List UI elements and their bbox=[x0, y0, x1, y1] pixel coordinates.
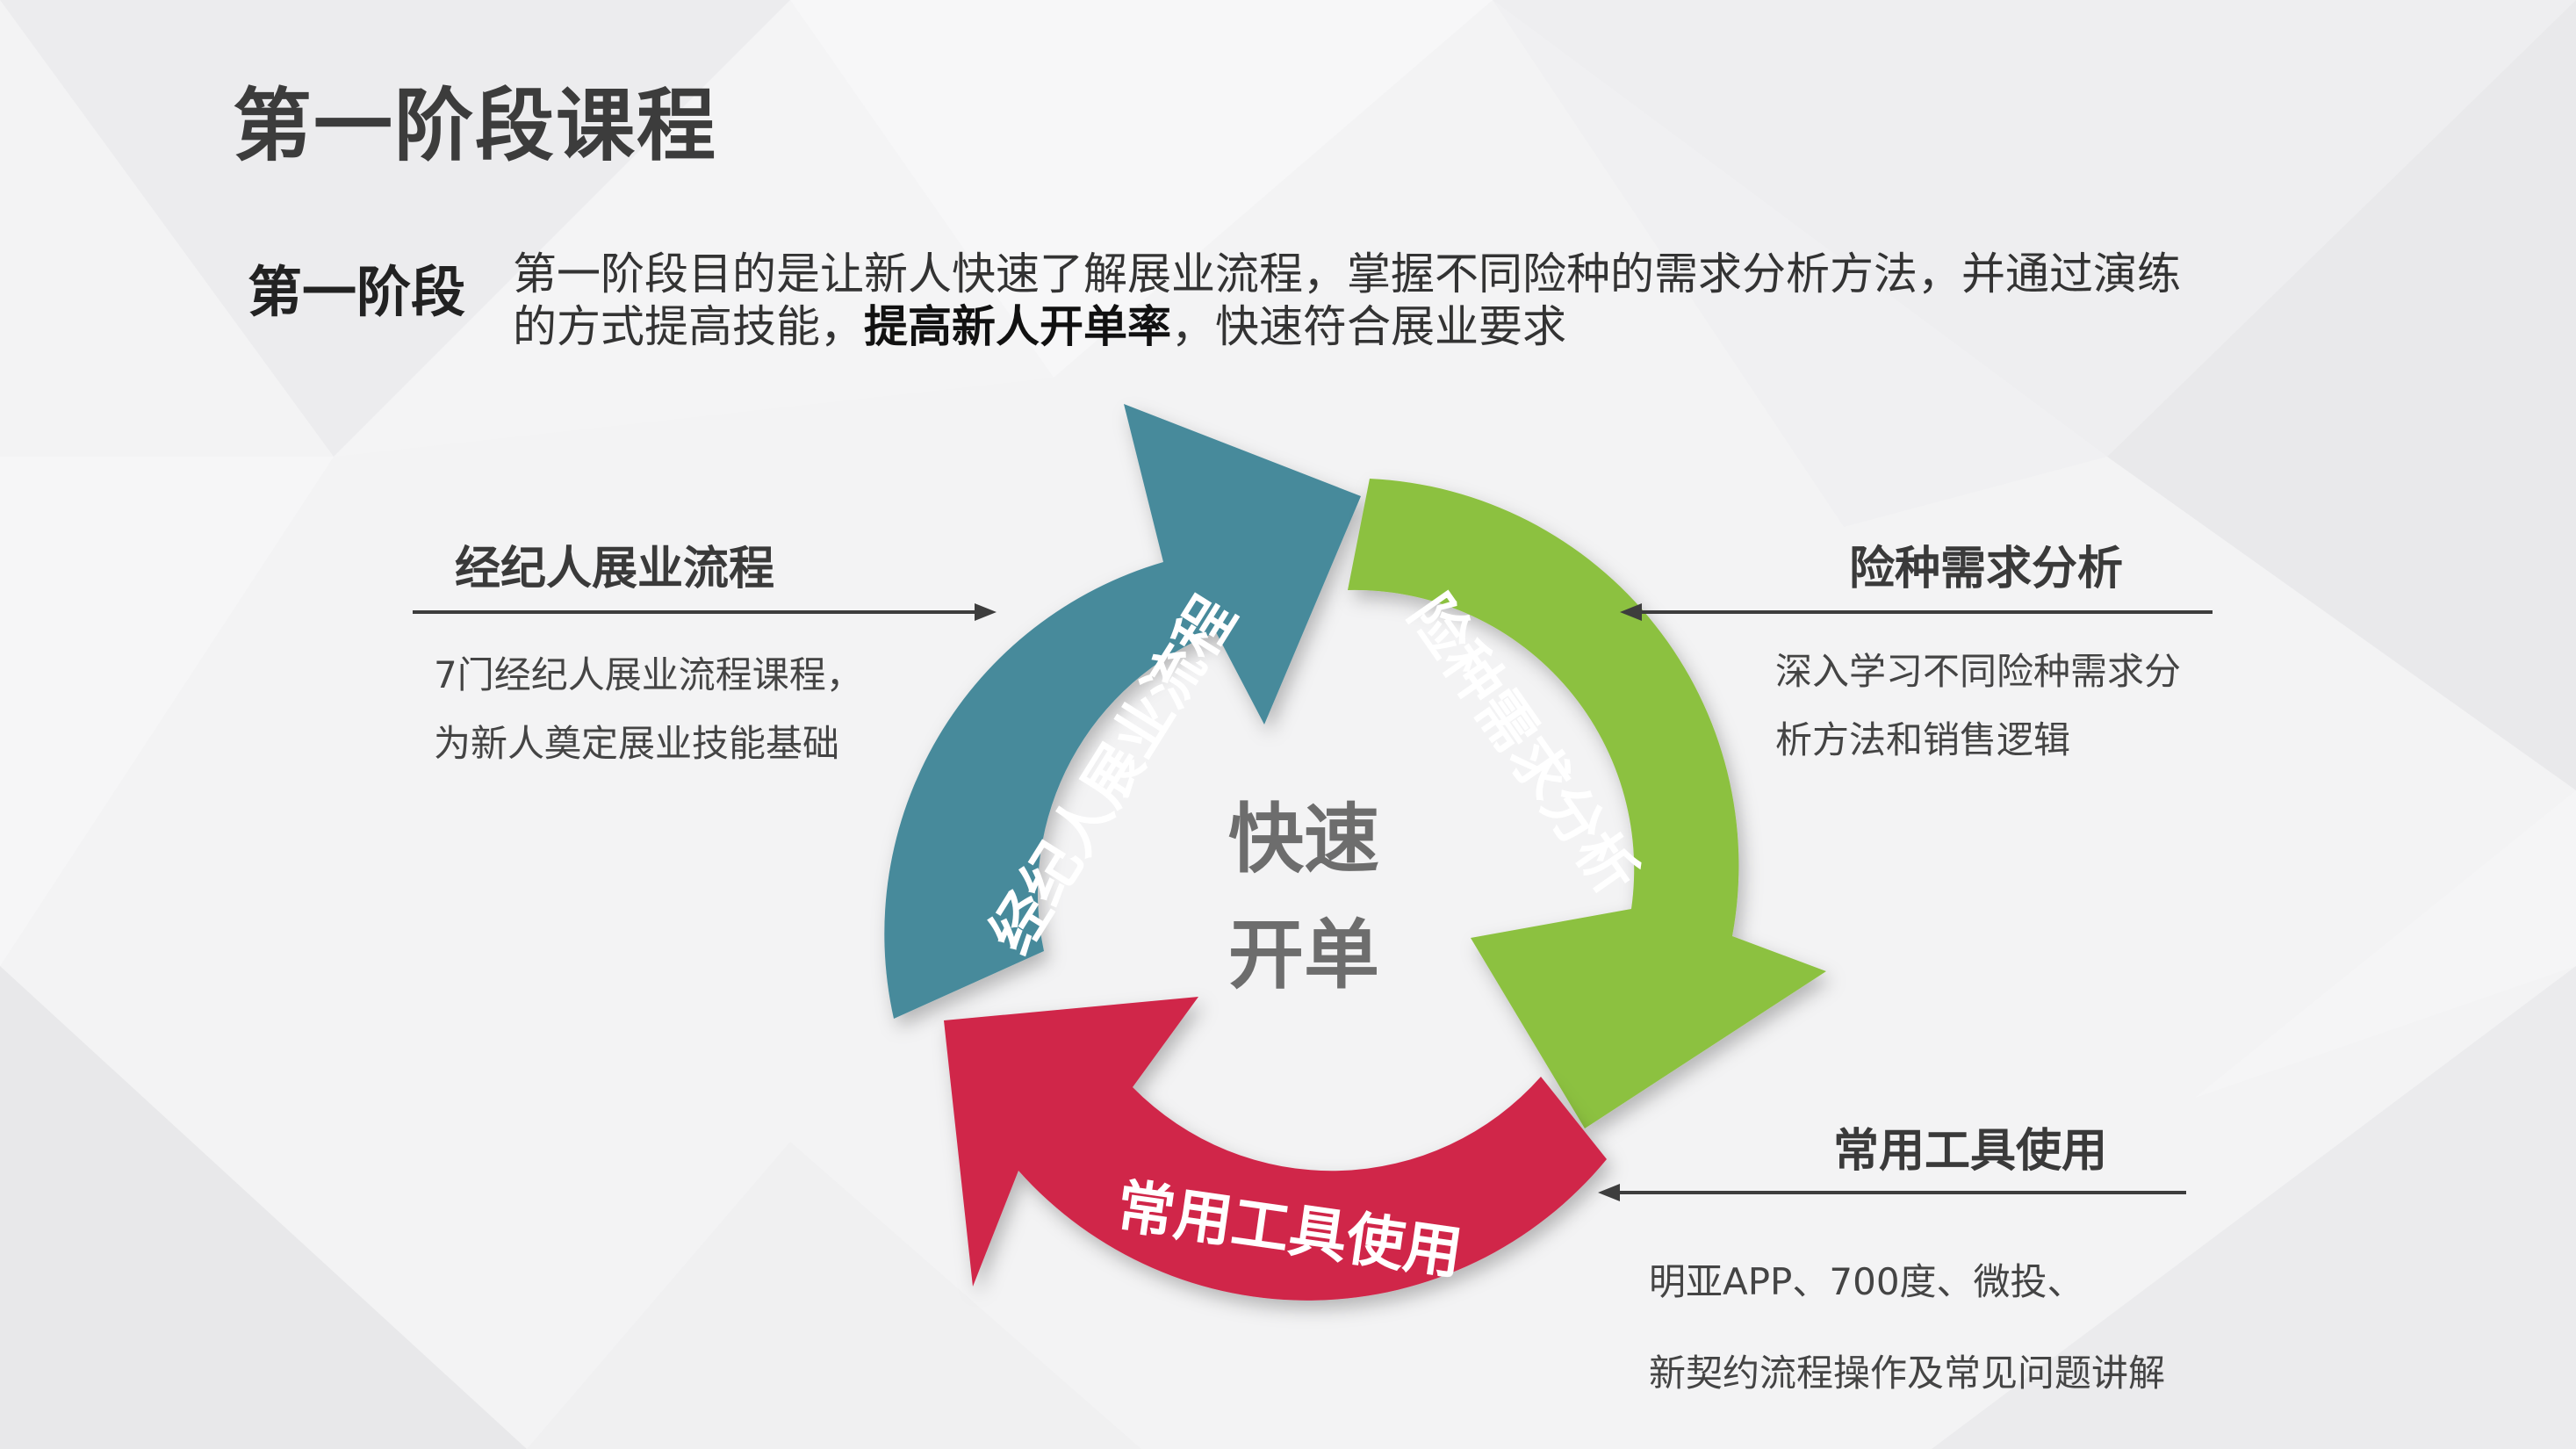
right-top-connector-arrowhead bbox=[1620, 603, 1642, 621]
left-item-desc: 7门经纪人展业流程课程， 为新人奠定展业技能基础 bbox=[434, 641, 863, 778]
right-bottom-item-desc-line2: 新契约流程操作及常见问题讲解 bbox=[1649, 1352, 2166, 1395]
center-line2: 开单 bbox=[1228, 912, 1379, 999]
right-bottom-item-desc-line1: 明亚APP、700度、微投、 bbox=[1649, 1260, 2084, 1303]
left-item-desc-line1: 7门经纪人展业流程课程， bbox=[434, 653, 863, 696]
arrow-red bbox=[944, 997, 1607, 1301]
center-label: 快速 开单 bbox=[1212, 782, 1396, 1013]
arrow-teal bbox=[884, 404, 1361, 1019]
right-bottom-connector-arrowhead bbox=[1598, 1184, 1620, 1201]
intro-line1: 第一阶段目的是让新人快速了解展业流程，掌握不同险种的需求分析方法，并通过演练 bbox=[513, 249, 2181, 299]
right-top-item-desc: 深入学习不同险种需求分 析方法和销售逻辑 bbox=[1775, 638, 2181, 775]
right-bottom-item-title: 常用工具使用 bbox=[1833, 1125, 2108, 1178]
left-connector-arrowhead bbox=[975, 603, 997, 621]
right-top-item-desc-line2: 析方法和销售逻辑 bbox=[1775, 718, 2071, 761]
intro-line2-highlight: 提高新人开单率 bbox=[864, 301, 1171, 352]
left-item-title: 经纪人展业流程 bbox=[455, 543, 775, 595]
center-line1: 快速 bbox=[1228, 796, 1379, 883]
intro-line2-end: ，快速符合展业要求 bbox=[1171, 301, 1566, 352]
left-item-desc-line2: 为新人奠定展业技能基础 bbox=[434, 722, 840, 765]
page-title: 第一阶段课程 bbox=[233, 80, 717, 172]
intro-label: 第一阶段 bbox=[248, 260, 466, 324]
right-top-item-title: 险种需求分析 bbox=[1849, 543, 2124, 595]
intro-text: 第一阶段目的是让新人快速了解展业流程，掌握不同险种的需求分析方法，并通过演练 的… bbox=[513, 248, 2198, 353]
right-bottom-item-desc: 明亚APP、700度、微投、 新契约流程操作及常见问题讲解 bbox=[1649, 1236, 2165, 1419]
right-top-item-desc-line1: 深入学习不同险种需求分 bbox=[1775, 650, 2182, 693]
intro-line2-start: 的方式提高技能， bbox=[513, 301, 864, 352]
arrow-green bbox=[1348, 479, 1826, 1128]
